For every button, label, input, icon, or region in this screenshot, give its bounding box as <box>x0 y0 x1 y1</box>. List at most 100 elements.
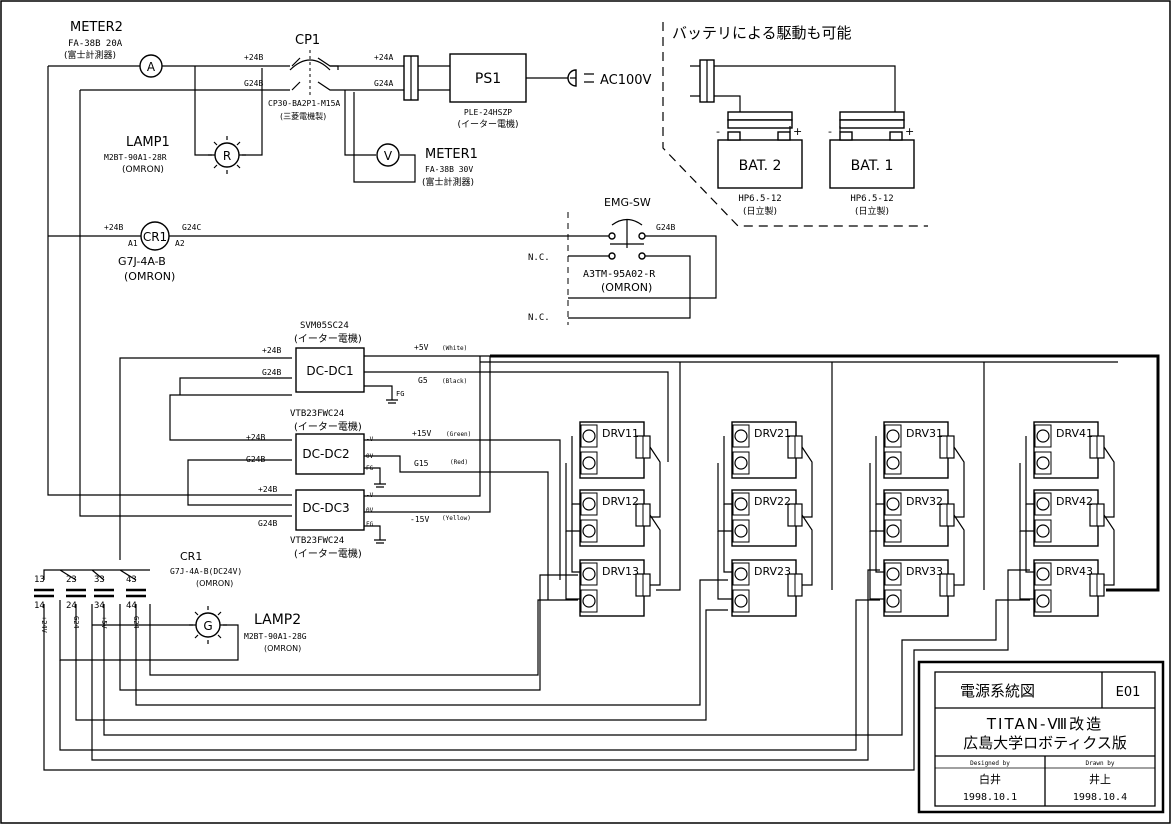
svg-text:G24C: G24C <box>182 223 201 232</box>
svg-text:(OMRON): (OMRON) <box>601 281 652 294</box>
driver-label: DRV23 <box>754 565 791 578</box>
driver-block-drv33: DRV33 <box>883 559 955 617</box>
driver-block-drv42: DRV42 <box>1019 489 1115 600</box>
battery-1-label: BAT. 1 <box>851 158 894 174</box>
project-subtitle: 広島大学ロボティクス版 <box>963 734 1127 752</box>
svg-text:(富士計測器): (富士計測器) <box>422 176 474 188</box>
svg-text:N.C.: N.C. <box>528 253 550 263</box>
svg-text:R: R <box>223 149 231 163</box>
lamp2-label: LAMP2 <box>254 612 301 628</box>
svg-text:SVM05SC24: SVM05SC24 <box>300 321 349 331</box>
svg-text:44: 44 <box>126 601 137 611</box>
svg-text:(Red): (Red) <box>450 459 468 466</box>
svg-text:-: - <box>716 125 720 138</box>
svg-text:N.C.: N.C. <box>528 313 550 323</box>
svg-text:G: G <box>203 619 212 633</box>
driver-block-drv22: DRV22 <box>717 489 813 600</box>
svg-text:+24A: +24A <box>374 53 393 62</box>
svg-text:DC-DC2: DC-DC2 <box>302 447 349 461</box>
drawing-title: 電源系統図 <box>960 682 1035 700</box>
driver-label: DRV42 <box>1056 495 1093 508</box>
svg-text:+15V: +15V <box>412 429 431 438</box>
driver-label: DRV22 <box>754 495 791 508</box>
svg-text:DC-DC3: DC-DC3 <box>302 501 349 515</box>
project-name: TITAN-Ⅷ改造 <box>986 715 1103 733</box>
svg-text:(日立製): (日立製) <box>855 205 889 217</box>
svg-text:33: 33 <box>94 575 105 585</box>
svg-text:24: 24 <box>66 601 77 611</box>
svg-text:FG: FG <box>366 521 374 528</box>
svg-text:FA-38B 20A: FA-38B 20A <box>68 39 123 49</box>
svg-text:HP6.5-12: HP6.5-12 <box>738 194 781 204</box>
battery-note: バッテリによる駆動も可能 <box>672 24 852 42</box>
svg-text:PLE-24HSZP: PLE-24HSZP <box>464 108 512 117</box>
svg-text:(OMRON): (OMRON) <box>264 644 301 653</box>
svg-text:V: V <box>384 149 393 163</box>
svg-text:+24B: +24B <box>104 223 123 232</box>
svg-text:M2BT-90A1-28R: M2BT-90A1-28R <box>104 153 167 162</box>
emg-switch-label: EMG-SW <box>604 196 651 209</box>
svg-text:A1: A1 <box>128 239 138 248</box>
svg-text:+5V: +5V <box>414 343 429 352</box>
svg-text:+: + <box>905 125 914 138</box>
emergency-stop-switch <box>608 218 646 260</box>
svg-text:Designed by: Designed by <box>970 760 1010 767</box>
lamp1-label: LAMP1 <box>126 135 170 150</box>
driver-label: DRV21 <box>754 427 791 440</box>
circuit-breaker-cp1 <box>291 57 370 91</box>
svg-text:(イーター電機): (イーター電機) <box>457 118 518 130</box>
svg-text:DC-DC1: DC-DC1 <box>306 364 353 378</box>
driver-block-drv12: DRV12 <box>565 489 661 600</box>
svg-text:(富士計測器): (富士計測器) <box>64 49 116 61</box>
title-block: 電源系統図 E01 TITAN-Ⅷ改造 広島大学ロボティクス版 Designed… <box>917 660 1165 814</box>
dc-dc-converter-2 <box>295 433 365 475</box>
driver-label: DRV33 <box>906 565 943 578</box>
svg-text:(OMRON): (OMRON) <box>196 579 233 588</box>
svg-text:+: + <box>793 125 802 138</box>
voltmeter-symbol <box>376 143 400 167</box>
svg-text:CR1: CR1 <box>143 230 167 244</box>
designer-name: 白井 <box>979 772 1001 786</box>
driver-label: DRV31 <box>906 427 943 440</box>
svg-text:43: 43 <box>126 575 137 585</box>
dc-dc-converter-3 <box>295 489 365 531</box>
svg-text:+24B: +24B <box>246 433 265 442</box>
driver-block-drv11: DRV11 <box>565 421 661 532</box>
driver-block-drv23: DRV23 <box>731 559 803 617</box>
driver-label: DRV41 <box>1056 427 1093 440</box>
svg-text:FA-38B 30V: FA-38B 30V <box>425 165 473 174</box>
svg-text:(Yellow): (Yellow) <box>442 515 471 522</box>
svg-text:G15: G15 <box>414 459 429 468</box>
plus5v-bus <box>490 354 1160 592</box>
driver-block-drv21: DRV21 <box>717 421 813 532</box>
cr1-model: G7J-4A-B <box>118 255 166 268</box>
power-supply-ps1 <box>449 53 527 103</box>
cp1-label: CP1 <box>295 33 320 48</box>
svg-text:(イーター電機): (イーター電機) <box>294 547 362 560</box>
drawer-name: 井上 <box>1089 772 1111 786</box>
ac100v-label: AC100V <box>600 73 652 88</box>
svg-text:G24B: G24B <box>656 223 675 232</box>
svg-text:PS1: PS1 <box>475 71 501 87</box>
svg-text:0V: 0V <box>366 507 374 514</box>
battery-region-outline <box>662 22 928 227</box>
svg-text:(White): (White) <box>442 345 467 352</box>
driver-block-drv43: DRV43 <box>1033 559 1105 617</box>
svg-text:34: 34 <box>94 601 105 611</box>
svg-text:A: A <box>147 60 156 74</box>
svg-text:HP6.5-12: HP6.5-12 <box>850 194 893 204</box>
driver-label: DRV43 <box>1056 565 1093 578</box>
svg-text:Drawn by: Drawn by <box>1086 760 1115 767</box>
svg-text:-: - <box>828 125 832 138</box>
svg-text:G24B: G24B <box>244 79 263 88</box>
svg-text:G24A: G24A <box>374 79 393 88</box>
svg-text:CP30-BA2P1-M15A: CP30-BA2P1-M15A <box>268 99 340 108</box>
svg-text:G24B: G24B <box>258 519 277 528</box>
designed-date: 1998.10.1 <box>963 792 1017 803</box>
svg-text:(OMRON): (OMRON) <box>122 165 164 175</box>
svg-text:13: 13 <box>34 575 45 585</box>
driver-block-drv13: DRV13 <box>579 559 651 617</box>
svg-text:(日立製): (日立製) <box>743 205 777 217</box>
